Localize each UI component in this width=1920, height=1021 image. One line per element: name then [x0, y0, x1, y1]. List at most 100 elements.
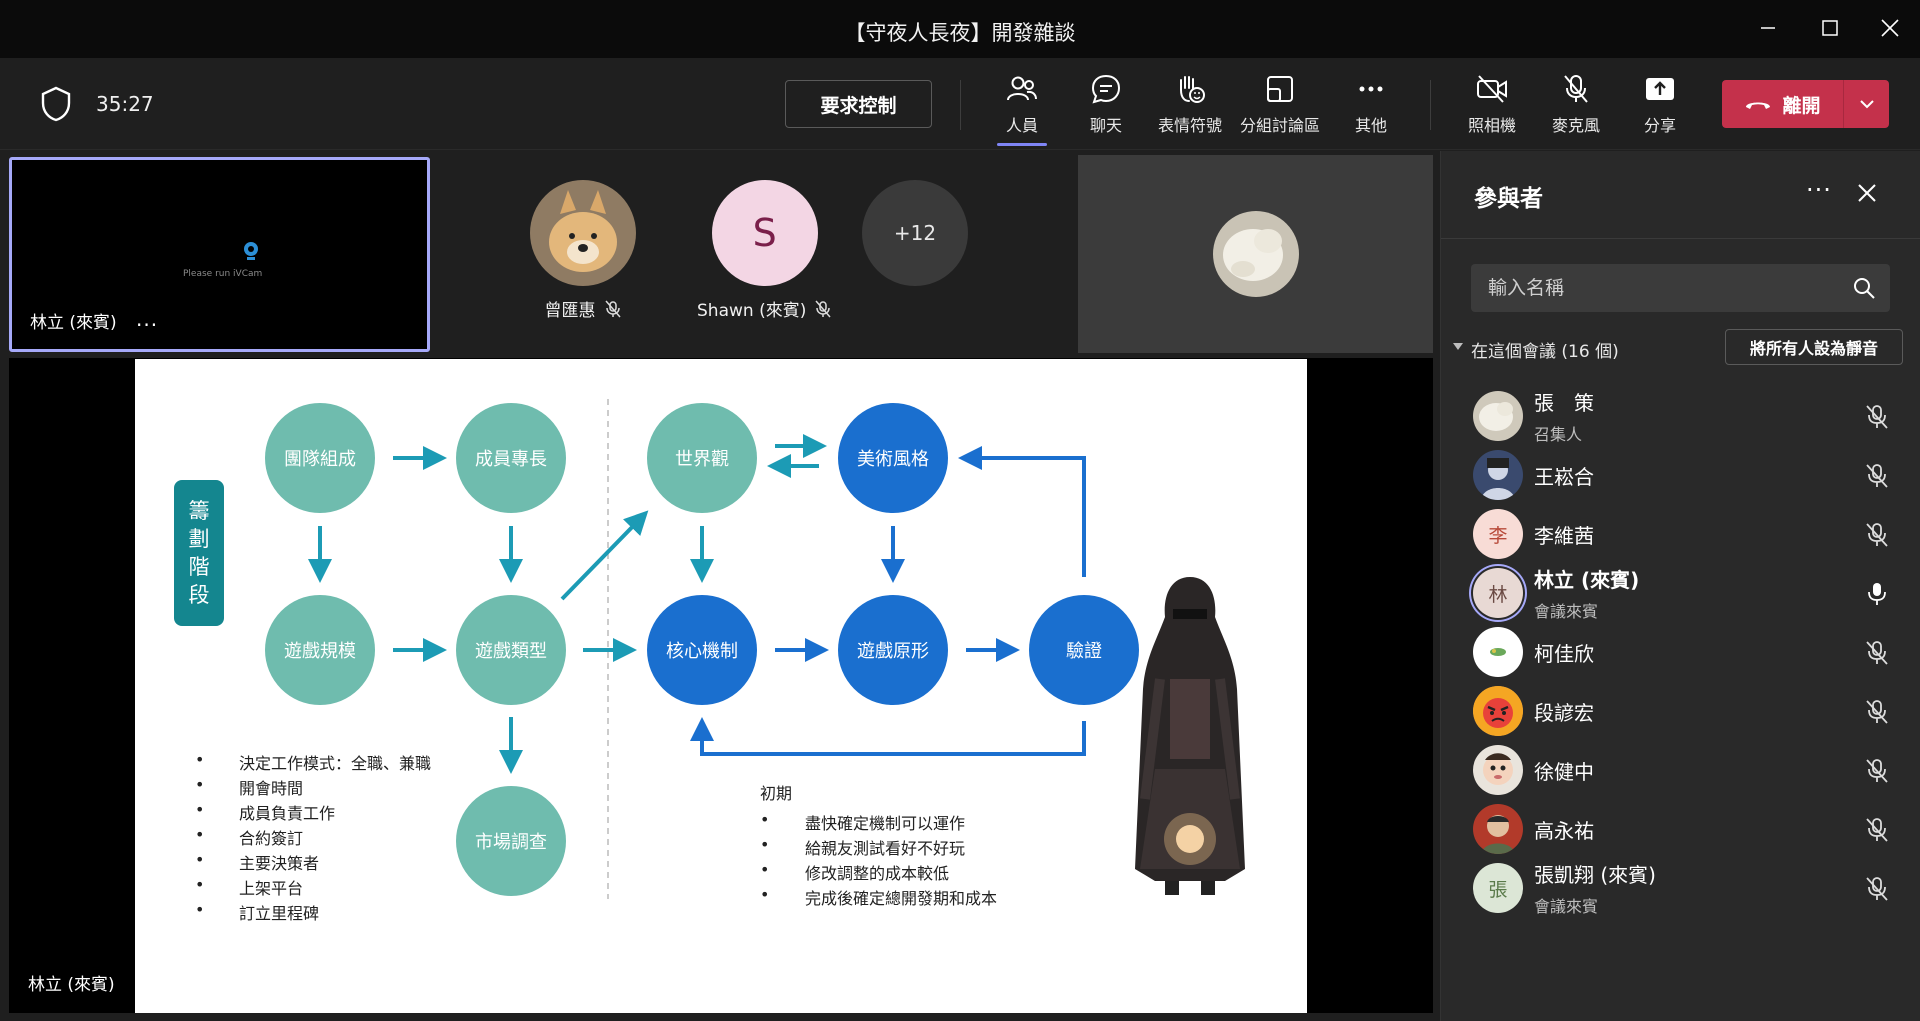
panel-more-icon[interactable]: ···: [1806, 176, 1832, 204]
search-input[interactable]: [1471, 264, 1831, 312]
more-participants-button[interactable]: +12: [862, 180, 968, 286]
stage-tag-char: 段: [189, 581, 210, 609]
node-market-research: 市場調查: [456, 786, 566, 896]
meeting-timer: 35:27: [96, 92, 154, 116]
breakout-rooms-button[interactable]: 分組討論區: [1235, 72, 1325, 144]
bullet-item: 主要決策者: [195, 850, 431, 875]
node-game-genre: 遊戲類型: [456, 595, 566, 705]
node-team-formation: 團隊組成: [265, 403, 375, 513]
bullet-item: 修改調整的成本較低: [760, 860, 997, 885]
toolbar-divider: [960, 80, 961, 130]
chat-label: 聊天: [1060, 112, 1152, 136]
share-button[interactable]: 分享: [1614, 72, 1706, 144]
participant-name: 張凱翔 (來賓): [1534, 859, 1656, 888]
mic-off-icon: [814, 300, 832, 318]
share-label: 分享: [1614, 112, 1706, 136]
planning-stage-tag: 籌 劃 階 段: [174, 480, 224, 626]
bullet-item: 給親友測試看好不好玩: [760, 835, 997, 860]
in-meeting-section: 在這個會議 (16 個) 將所有人設為靜音: [1453, 329, 1903, 365]
maximize-button[interactable]: [1810, 10, 1850, 46]
participant-name: 張 策: [1534, 387, 1594, 416]
leave-options-button[interactable]: [1843, 80, 1889, 128]
avatar-initial: 張: [1488, 875, 1507, 902]
attendee-name: Shawn (來賓): [697, 296, 806, 321]
avatar: [1473, 450, 1523, 500]
people-label: 人員: [976, 112, 1068, 136]
breakout-rooms-label: 分組討論區: [1235, 112, 1325, 136]
mic-off-icon: [1863, 462, 1891, 490]
reactions-button[interactable]: 表情符號: [1144, 72, 1236, 144]
participant-name: 高永祐: [1534, 815, 1594, 844]
reactions-label: 表情符號: [1144, 112, 1236, 136]
attendee-initial: S: [753, 211, 777, 255]
meeting-toolbar: 35:27 要求控制 人員 聊天 表情符號 分組討論區 其他 照相機 麥克風 分…: [0, 58, 1920, 150]
mic-off-icon: [1863, 521, 1891, 549]
tile-more-icon[interactable]: ···: [136, 313, 158, 337]
reactions-icon: [1173, 72, 1207, 106]
divider: [1441, 238, 1920, 239]
people-button[interactable]: 人員: [976, 72, 1068, 144]
participant-name: 王崧合: [1534, 461, 1594, 490]
bullet-item: 上架平台: [195, 875, 431, 900]
attendee-name: 曾匯惠: [545, 296, 596, 321]
minimize-button[interactable]: [1748, 10, 1788, 46]
mic-off-icon: [1863, 698, 1891, 726]
avatar: [1473, 745, 1523, 795]
node-core-mechanics: 核心機制: [647, 595, 757, 705]
microphone-button[interactable]: 麥克風: [1530, 72, 1622, 144]
participant-row[interactable]: 張 張凱翔 (來賓) 會議來賓: [1441, 853, 1920, 925]
early-stage-heading: 初期: [760, 780, 997, 804]
attendee-tile[interactable]: S Shawn (來賓): [697, 180, 832, 321]
mic-off-icon: [1863, 816, 1891, 844]
section-title[interactable]: 在這個會議 (16 個): [1471, 337, 1619, 362]
stage-tag-char: 階: [189, 553, 210, 581]
planning-bullet-list: 決定工作模式：全職、兼職 開會時間 成員負責工作 合約簽訂 主要決策者 上架平台…: [195, 750, 431, 925]
avatar: [1473, 391, 1523, 441]
participant-name: 段諺宏: [1534, 697, 1594, 726]
node-art-style: 美術風格: [838, 403, 948, 513]
avatar: 李: [1473, 509, 1523, 559]
microphone-label: 麥克風: [1530, 112, 1622, 136]
mic-on-icon: [1863, 580, 1891, 608]
bullet-item: 盡快確定機制可以運作: [760, 810, 997, 835]
share-icon: [1643, 72, 1677, 106]
mute-all-button[interactable]: 將所有人設為靜音: [1725, 329, 1903, 365]
participant-role: 會議來賓: [1534, 893, 1598, 917]
bullet-item: 決定工作模式：全職、兼職: [195, 750, 431, 775]
attendee-tile[interactable]: 曾匯惠: [530, 180, 636, 321]
chat-button[interactable]: 聊天: [1060, 72, 1152, 144]
participant-search: [1471, 264, 1890, 312]
participant-name: 林立 (來賓): [1534, 564, 1639, 593]
chevron-down-icon: [1859, 99, 1875, 109]
early-stage-notes: 初期 盡快確定機制可以運作 給親友測試看好不好玩 修改調整的成本較低 完成後確定…: [760, 780, 997, 910]
attendee-avatar: [530, 180, 636, 286]
maximize-icon: [1821, 19, 1839, 37]
webcam-icon: [242, 240, 260, 262]
more-label: 其他: [1325, 112, 1417, 136]
participant-name: 徐健中: [1534, 756, 1594, 785]
ivcam-text: Please run iVCam: [183, 269, 262, 279]
request-control-button[interactable]: 要求控制: [785, 80, 932, 128]
window-title: 【守夜人長夜】開發雜談: [0, 17, 1920, 47]
more-actions-button[interactable]: 其他: [1325, 72, 1417, 144]
self-video-tile[interactable]: Please run iVCam 林立 (來賓) ···: [9, 157, 430, 352]
close-window-button[interactable]: [1870, 10, 1910, 46]
title-bar: 【守夜人長夜】開發雜談: [0, 0, 1920, 58]
avatar: 林: [1473, 568, 1523, 618]
presenter-name: 林立 (來賓): [28, 970, 115, 995]
participant-video-tile[interactable]: [1078, 155, 1433, 353]
bullet-item: 開會時間: [195, 775, 431, 800]
shield-icon[interactable]: [40, 86, 72, 122]
avatar-initial: 李: [1488, 521, 1507, 548]
people-icon: [1005, 72, 1039, 106]
camera-button[interactable]: 照相機: [1446, 72, 1538, 144]
close-icon[interactable]: [1855, 181, 1879, 205]
chevron-down-icon[interactable]: [1453, 343, 1463, 350]
participants-panel: 參與者 ··· 在這個會議 (16 個) 將所有人設為靜音 張 策 召集人 王崧…: [1440, 151, 1920, 1021]
leave-button[interactable]: 離開: [1722, 80, 1843, 128]
bullet-item: 合約簽訂: [195, 825, 431, 850]
search-icon[interactable]: [1852, 276, 1876, 300]
hang-up-icon: [1744, 97, 1772, 111]
bullet-item: 完成後確定總開發期和成本: [760, 885, 997, 910]
camera-off-icon: [1475, 72, 1509, 106]
